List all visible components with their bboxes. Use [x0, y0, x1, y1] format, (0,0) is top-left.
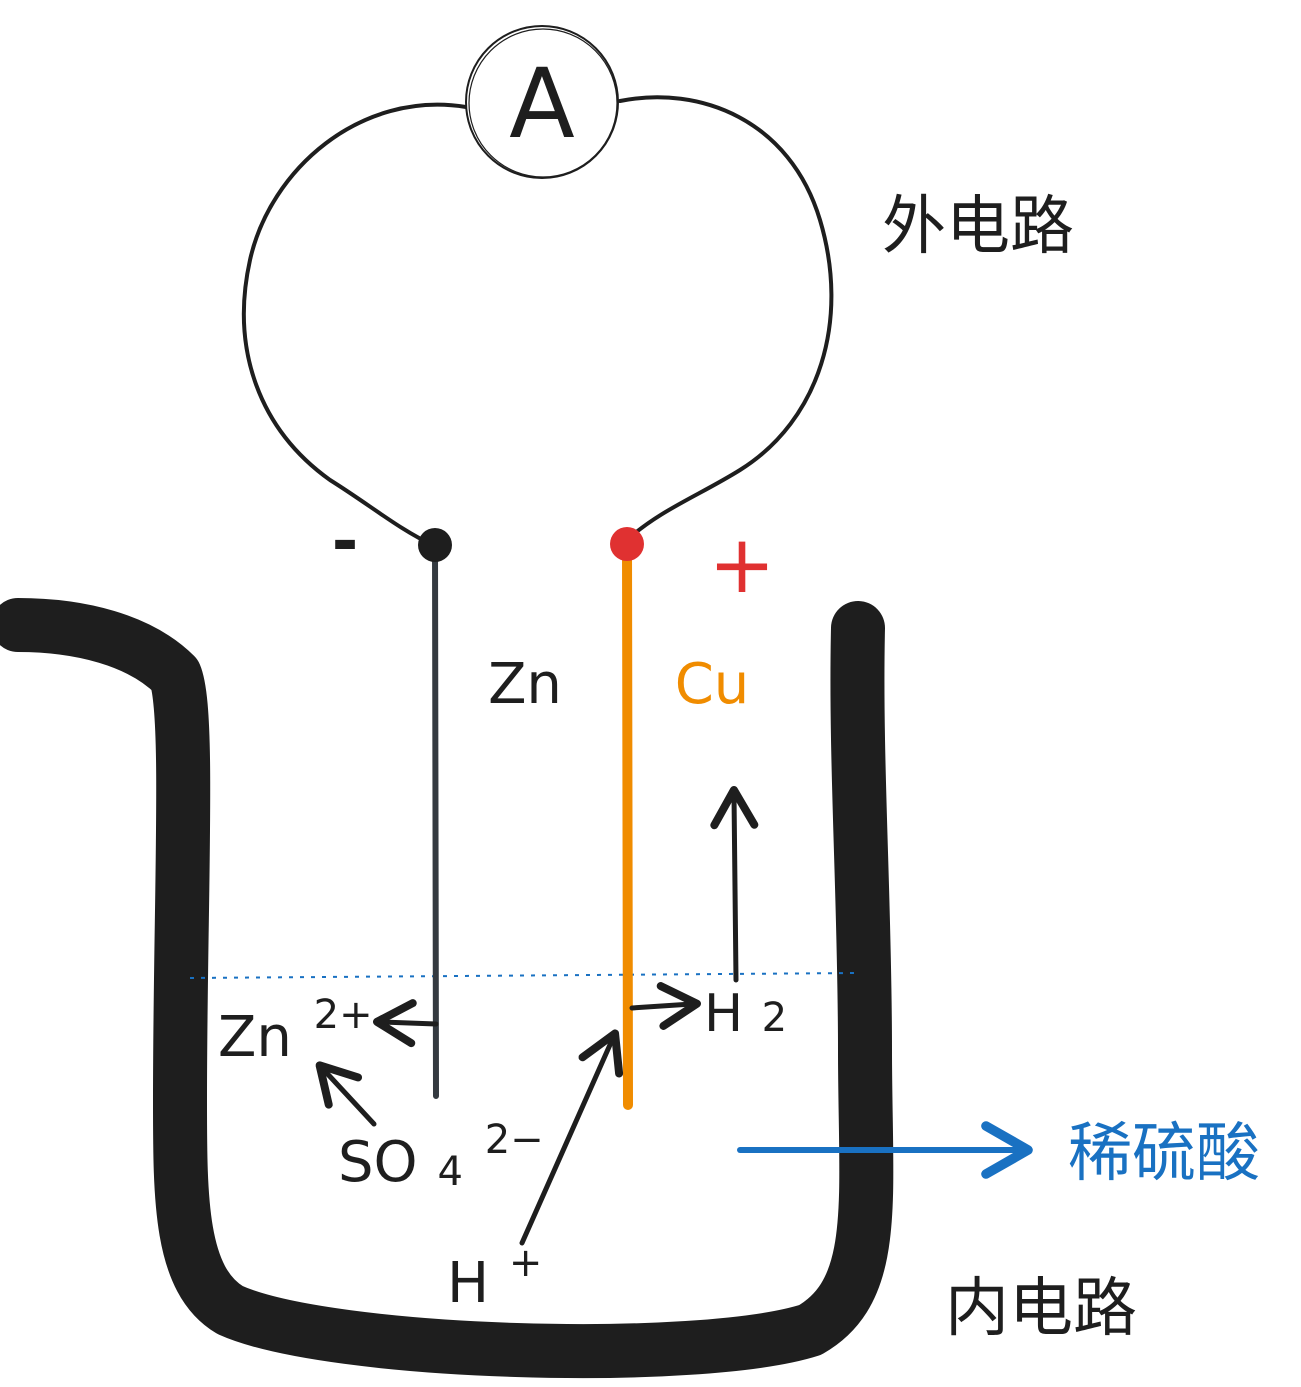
zn-ion-label: Zn 2+ — [218, 992, 373, 1070]
sulfate-charge: 2− — [485, 1117, 544, 1163]
zinc-terminal — [418, 528, 452, 562]
hydrogen-ion-base: H — [447, 1251, 489, 1316]
liquid-surface — [189, 972, 859, 979]
beaker — [0, 598, 894, 1379]
hydrogen-ion-charge: + — [509, 1240, 543, 1286]
h2-formation-arrow — [629, 982, 701, 1030]
sulfate-label: SO 4 2− — [338, 1117, 544, 1199]
ammeter-symbol: A — [509, 48, 575, 160]
solution-label: 稀硫酸 — [1068, 1117, 1260, 1191]
hydrogen-gas-label: H 2 — [704, 984, 787, 1044]
external-wire — [242, 102, 468, 547]
cu-electrode-label: Cu — [675, 652, 750, 717]
sulfate-subscript: 4 — [437, 1149, 462, 1195]
hydrogen-ion-label: H + — [447, 1240, 542, 1316]
copper-terminal — [610, 527, 644, 561]
hydrogen-gas-base: H — [704, 984, 743, 1044]
copper-electrode — [622, 540, 633, 1110]
zn-ion-arrow — [373, 999, 439, 1048]
sulfate-migration-arrow — [315, 1061, 377, 1127]
hydrogen-ion-migration-arrow — [519, 1029, 624, 1246]
sulfate-base: SO — [338, 1130, 418, 1195]
negative-sign: - — [332, 505, 359, 579]
zn-ion-base: Zn — [218, 1005, 292, 1070]
zinc-electrode — [432, 542, 439, 1099]
positive-sign: + — [708, 518, 775, 611]
h2-rising-arrow — [710, 786, 759, 983]
zn-ion-charge: 2+ — [314, 992, 373, 1038]
hydrogen-gas-subscript: 2 — [762, 995, 787, 1041]
external-circuit-label: 外电路 — [882, 190, 1074, 264]
ammeter: A — [465, 25, 619, 179]
internal-circuit-label: 内电路 — [945, 1272, 1137, 1346]
zn-electrode-label: Zn — [488, 652, 562, 717]
external-wire — [618, 95, 834, 542]
